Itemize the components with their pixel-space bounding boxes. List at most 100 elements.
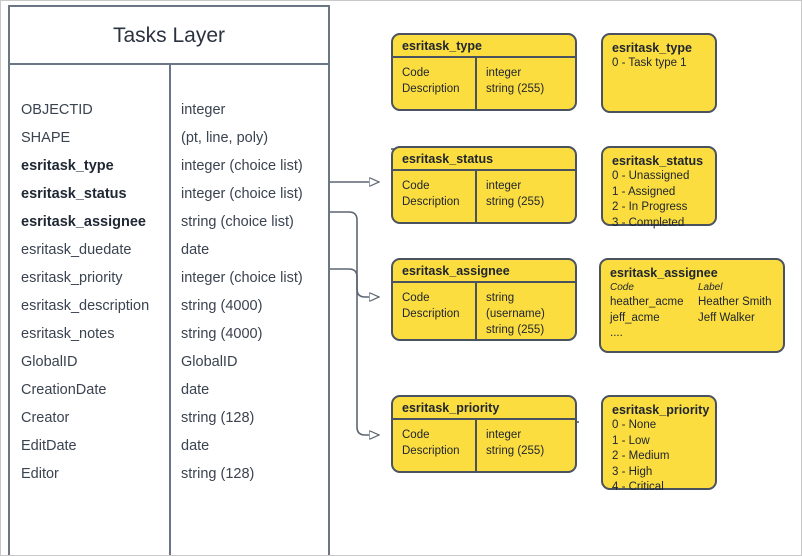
field-name: esritask_status [21, 186, 127, 202]
value-list-col-header: Label [698, 282, 723, 293]
value-list-col-header: Code [610, 282, 634, 293]
domain-cell: Description [402, 83, 460, 95]
domain-cell: Code [402, 180, 430, 192]
table-row: GlobalID GlobalID [10, 348, 328, 376]
domain-right-column: integer string (255) [486, 178, 544, 210]
domain-column-divider [475, 283, 477, 339]
field-name: GlobalID [21, 354, 78, 370]
table-row: CreationDate date [10, 376, 328, 404]
field-name: EditDate [21, 438, 77, 454]
value-list-esritask-assignee: esritask_assignee Code Label heather_acm… [599, 258, 785, 353]
domain-cell: Code [402, 67, 430, 79]
value-list-title: esritask_status [612, 154, 704, 168]
value-list-item: 1 - Low [612, 434, 650, 447]
domain-left-column: Code Description [402, 178, 460, 210]
value-list-title: esritask_priority [612, 403, 710, 417]
domain-column-divider [475, 58, 477, 109]
domain-left-column: Code Description [402, 427, 460, 459]
field-type: string (4000) [181, 298, 263, 314]
value-list-item: 0 - None [612, 419, 657, 431]
domain-cell: integer [486, 67, 522, 79]
domain-cell: Code [402, 292, 430, 304]
field-list: OBJECTID integer SHAPE (pt, line, poly) … [10, 96, 328, 488]
field-type: integer (choice list) [181, 270, 303, 286]
table-row: SHAPE (pt, line, poly) [10, 124, 328, 152]
table-row: esritask_type integer (choice list) [10, 152, 328, 180]
field-name: esritask_type [21, 158, 114, 174]
field-name: Editor [21, 466, 59, 482]
domain-right-column: string (username) string (255) [486, 290, 575, 338]
table-row: esritask_assignee string (choice list) [10, 208, 328, 236]
value-list-item: 1 - Assigned [612, 185, 676, 198]
list-item: .... [610, 326, 783, 342]
domain-left-column: Code Description [402, 65, 460, 97]
table-row: esritask_status integer (choice list) [10, 180, 328, 208]
list-item: heather_acme Heather Smith [610, 295, 783, 311]
field-type: string (choice list) [181, 214, 294, 230]
field-type: GlobalID [181, 354, 238, 370]
field-type: integer (choice list) [181, 158, 303, 174]
domain-cell: Description [402, 308, 460, 320]
domain-cell: string (255) [486, 445, 545, 457]
value-list-title: esritask_assignee [610, 266, 718, 280]
value-list-header-row: Code Label [610, 281, 783, 295]
domain-cell: integer [486, 429, 522, 441]
value-list-item: 0 - Task type 1 [612, 57, 687, 69]
domain-column-divider [475, 420, 477, 471]
connector-priority [330, 268, 379, 435]
table-row: EditDate date [10, 432, 328, 460]
value-list-item: 0 - Unassigned [612, 170, 690, 182]
domain-table-body: Code Description integer string (255) [393, 58, 575, 109]
field-name: esritask_duedate [21, 242, 132, 258]
table-row: Editor string (128) [10, 460, 328, 488]
value-list-item: 3 - Completed [612, 216, 685, 229]
value-label: Heather Smith [698, 296, 772, 308]
field-type: string (128) [181, 466, 255, 482]
domain-table-body: Code Description integer string (255) [393, 420, 575, 471]
domain-cell: Description [402, 445, 460, 457]
list-item: jeff_acme Jeff Walker [610, 311, 783, 327]
domain-cell: string (255) [486, 196, 545, 208]
domain-left-column: Code Description [402, 290, 460, 322]
table-row: OBJECTID integer [10, 96, 328, 124]
field-type: (pt, line, poly) [181, 130, 269, 146]
domain-cell: Code [402, 429, 430, 441]
domain-cell: string (255) [486, 324, 545, 336]
table-row: esritask_priority integer (choice list) [10, 264, 328, 292]
field-name: esritask_priority [21, 270, 123, 286]
field-type: date [181, 438, 210, 454]
domain-table-esritask-status: esritask_status Code Description integer… [391, 146, 577, 224]
domain-table-esritask-type: esritask_type Code Description integer s… [391, 33, 577, 111]
value-list-item: 2 - In Progress [612, 201, 688, 213]
domain-table-title: esritask_priority [393, 397, 575, 420]
table-row: Creator string (128) [10, 404, 328, 432]
domain-column-divider [475, 171, 477, 222]
domain-table-title: esritask_assignee [393, 260, 575, 283]
field-type: integer [181, 102, 226, 118]
domain-right-column: integer string (255) [486, 427, 544, 459]
field-name: esritask_notes [21, 326, 115, 342]
domain-table-title: esritask_status [393, 148, 575, 171]
value-list-esritask-type: esritask_type 0 - Task type 1 [601, 33, 717, 113]
value-list-item: 4 - Critical [612, 481, 664, 493]
table-row: esritask_duedate date [10, 236, 328, 264]
value-code: jeff_acme [610, 311, 660, 324]
domain-table-body: Code Description string (username) strin… [393, 283, 575, 339]
field-name: CreationDate [21, 382, 107, 398]
domain-right-column: integer string (255) [486, 65, 544, 97]
value-list-esritask-priority: esritask_priority 0 - None 1 - Low 2 - M… [601, 395, 717, 493]
column-divider [169, 65, 171, 555]
field-type: string (128) [181, 410, 255, 426]
domain-table-title: esritask_type [393, 35, 575, 58]
domain-cell: Description [402, 196, 460, 208]
domain-table-body: Code Description integer string (255) [393, 171, 575, 222]
table-row: esritask_description string (4000) [10, 292, 328, 320]
page-title: Tasks Layer [10, 7, 328, 65]
domain-table-esritask-priority: esritask_priority Code Description integ… [391, 395, 577, 473]
value-code: heather_acme [610, 296, 684, 308]
tasks-layer-table: Tasks Layer OBJECTID integer SHAPE (pt, … [8, 5, 330, 555]
value-list-item: 3 - High [612, 465, 653, 478]
value-code: .... [610, 327, 623, 339]
domain-cell: integer [486, 180, 522, 192]
